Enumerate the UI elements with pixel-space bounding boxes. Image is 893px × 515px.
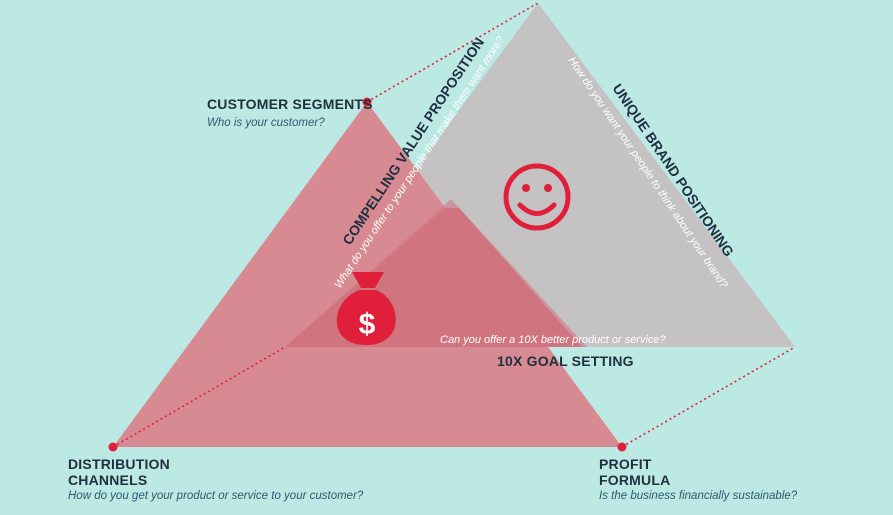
profit-dot [617,442,627,452]
customer-segments-title: CUSTOMER SEGMENTS [207,96,373,112]
goal-setting-question: Can you offer a 10X better product or se… [440,334,667,346]
smiley-icon [503,163,571,231]
connector-right [621,346,796,448]
svg-text:$: $ [359,308,376,341]
customer-dot [362,97,372,107]
goal-setting-title: 10X GOAL SETTING [497,353,634,369]
distribution-channels-question: How do you get your product or service t… [68,490,364,502]
distribution-dot [108,442,118,452]
distribution-channels-title-line2: CHANNELS [68,472,148,488]
connector-left [112,346,286,448]
profit-formula-title-line1: PROFIT [599,456,652,472]
profit-formula-question: Is the business financially sustainable? [599,490,798,502]
money-bag-icon: $ [336,272,396,345]
profit-formula-title-line2: FORMULA [599,472,671,488]
distribution-channels-title-line1: DISTRIBUTION [68,456,170,472]
customer-segments-question: Who is your customer? [207,117,325,129]
